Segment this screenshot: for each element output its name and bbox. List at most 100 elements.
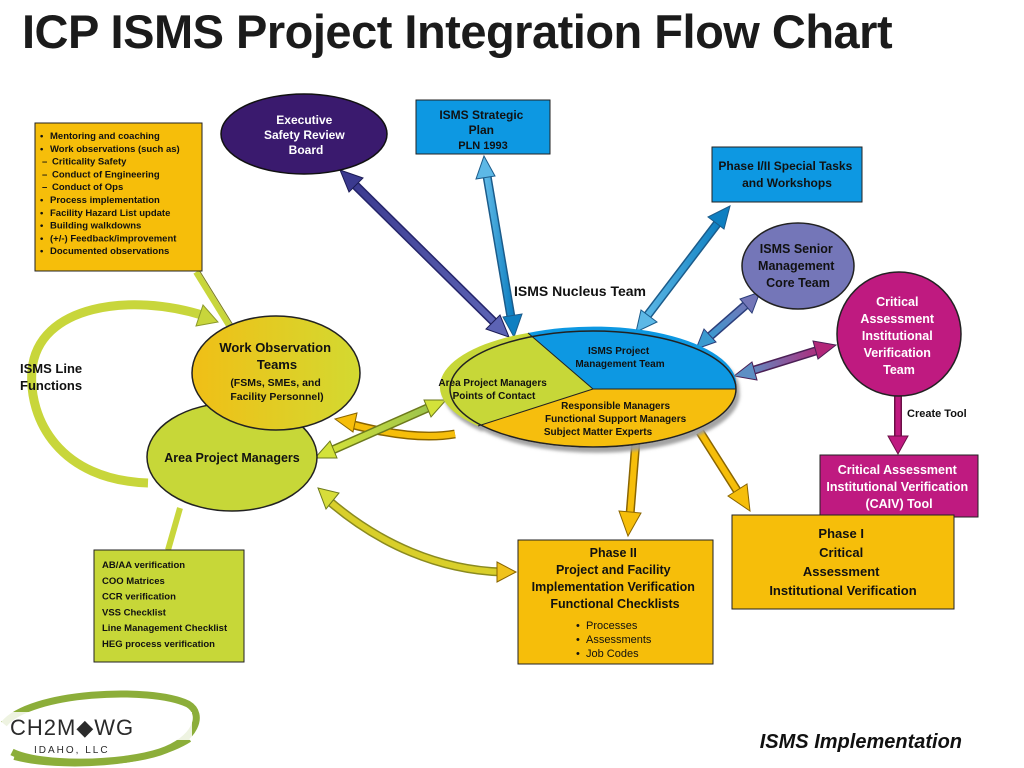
executive-board-line-3: Board (289, 143, 324, 157)
nucleus-team-label: ISMS Nucleus Team (514, 283, 646, 299)
nucleus-area-line-1: Area Project Managers (438, 378, 547, 389)
phase2-bullet-processes: Processes (586, 620, 638, 632)
bullet: • (40, 144, 44, 155)
nucleus-bottom-line-1: Responsible Managers (561, 401, 670, 412)
phase2-line-3: Implementation Verification (532, 580, 695, 594)
critical-team-line-4: Verification (864, 346, 931, 360)
critical-team-line-3: Institutional (862, 329, 933, 343)
logo-subtext: IDAHO, LLC (34, 745, 110, 756)
svg-text:ISMS Project Management Te: ISMS Project Management Team (575, 346, 664, 370)
footer-title: ISMS Implementation (759, 731, 962, 753)
phase2-node: Phase II Project and Facility Implementa… (517, 539, 714, 665)
bullet: • (40, 208, 44, 219)
executive-board-line-2: Safety Review (264, 128, 345, 142)
phase2-line-4: Functional Checklists (550, 597, 679, 611)
observation-list-item: Building walkdowns (50, 221, 141, 232)
observation-list-item: (+/-) Feedback/improvement (50, 233, 177, 244)
senior-management-line-3: Core Team (766, 276, 830, 290)
line-functions-line-2: Functions (20, 378, 82, 393)
svg-text:Phase I Critical A: Phase I Critical Assessment Institutiona… (769, 526, 916, 598)
arrow-senior-nucleus (695, 291, 761, 350)
svg-text:Phase II Project and Fac: Phase II Project and Facility Implementa… (532, 546, 699, 611)
observation-list-item: Conduct of Ops (52, 182, 123, 193)
svg-text:ISMS Line Functions: ISMS Line Functions (20, 361, 86, 393)
bullet: • (40, 195, 44, 206)
svg-text:Critical Assessment Inst: Critical Assessment Institutional Verifi… (826, 463, 971, 511)
caiv-tool-line-3: (CAIV) Tool (865, 497, 932, 511)
page-title: ICP ISMS Project Integration Flow Chart (22, 5, 893, 58)
arrow-areapm-phase2 (317, 487, 518, 583)
special-tasks-node: Phase I/II Special Tasks and Workshops (711, 146, 863, 203)
bullet: • (40, 246, 44, 257)
strategic-plan-line-3: PLN 1993 (458, 140, 508, 152)
nucleus-bottom-line-3: Subject Matter Experts (544, 427, 653, 438)
critical-team-line-1: Critical (876, 295, 918, 309)
executive-board-line-1: Executive (276, 113, 332, 127)
arrow-strategic-nucleus (475, 154, 523, 339)
svg-text:(FSMs, SMEs, and Facilit: (FSMs, SMEs, and Facility Personnel) (230, 377, 323, 403)
phase2-line-2: Project and Facility (556, 563, 671, 577)
nucleus-area-line-2: Points of Contact (453, 391, 536, 402)
observation-list-item: Conduct of Engineering (52, 169, 160, 180)
nucleus-bottom-line-2: Functional Support Managers (545, 414, 687, 425)
arrow-critical-nucleus (732, 340, 838, 381)
strategic-plan-line-2: Plan (469, 123, 494, 137)
svg-text:ISMS Senior Management: ISMS Senior Management Core Team (758, 242, 838, 290)
svg-text:Critical Assessment: Critical Assessment Institutional Verifi… (860, 295, 937, 377)
connector-verification-list (165, 507, 183, 551)
observation-list-item: Documented observations (50, 246, 169, 257)
area-pm-label: Area Project Managers (164, 451, 300, 465)
senior-management-line-1: ISMS Senior (760, 242, 833, 256)
critical-team-line-2: Assessment (860, 312, 934, 326)
phase2-bullet-jobcodes: Job Codes (586, 648, 639, 660)
special-tasks-line-1: Phase I/II Special Tasks (718, 159, 852, 173)
line-functions-loop-head (195, 304, 219, 327)
sub-bullet: – (42, 182, 47, 193)
work-obs-line-2: Teams (257, 357, 297, 372)
phase1-line-2: Critical (819, 545, 863, 560)
phase1-line-3: Assessment (803, 564, 880, 579)
svg-text:Area Project Managers Poin: Area Project Managers Points of Contact (438, 378, 549, 402)
observation-list-item: Work observations (such as) (50, 144, 180, 155)
special-tasks-line-2: and Workshops (742, 176, 832, 190)
work-observation-node: Work Observation Teams (FSMs, SMEs, and … (191, 315, 361, 431)
caiv-tool-node: Critical Assessment Institutional Verifi… (819, 454, 979, 518)
phase1-line-1: Phase I (818, 526, 864, 541)
strategic-plan-node: ISMS Strategic Plan PLN 1993 (415, 99, 551, 155)
arrow-specialtasks-nucleus (635, 205, 731, 333)
work-obs-line-1: Work Observation (219, 340, 331, 355)
critical-team-line-5: Team (883, 363, 915, 377)
observation-list-item: Facility Hazard List update (50, 208, 170, 219)
critical-assessment-team-node: Critical Assessment Institutional Verifi… (836, 271, 962, 397)
verification-list-item: CCR verification (102, 592, 176, 603)
caiv-tool-line-1: Critical Assessment (838, 463, 958, 477)
svg-text:Phase I/II Special Tasks: Phase I/II Special Tasks and Workshops (718, 159, 855, 190)
verification-list-item: AB/AA verification (102, 560, 185, 571)
svg-text:ISMS Strategic Plan: ISMS Strategic Plan PLN 1993 (439, 108, 526, 152)
logo-text: CH2M◆WG (10, 715, 134, 740)
arrow-executive-nucleus (339, 169, 510, 338)
sub-bullet: – (42, 169, 47, 180)
nucleus-pm-line-1: ISMS Project (588, 346, 650, 357)
company-logo: CH2M◆WG IDAHO, LLC (1, 690, 200, 767)
nucleus-pm-line-2: Management Team (575, 359, 664, 370)
observation-list-item: Criticality Safety (52, 157, 127, 168)
work-obs-sub-2: Facility Personnel) (230, 391, 323, 403)
observation-list-item: Mentoring and coaching (50, 131, 160, 142)
arrow-nucleus-workobs (333, 412, 456, 441)
verification-list-item: Line Management Checklist (102, 623, 228, 634)
svg-text:Responsible Managers Funct: Responsible Managers Functional Support … (544, 401, 689, 438)
nucleus-team-node (439, 326, 737, 448)
senior-management-node: ISMS Senior Management Core Team (741, 222, 855, 310)
work-obs-sub-1: (FSMs, SMEs, and (230, 377, 320, 389)
phase2-bullet: • (576, 634, 580, 646)
strategic-plan-line-1: ISMS Strategic (439, 108, 523, 122)
arrow-nucleus-areapm (313, 399, 448, 459)
phase2-bullet: • (576, 648, 580, 660)
phase2-bullet-assessments: Assessments (586, 634, 652, 646)
caiv-tool-line-2: Institutional Verification (826, 480, 968, 494)
arrow-nucleus-phase1 (696, 429, 751, 513)
observation-list-item: Process implementation (50, 195, 160, 206)
bullet: • (40, 131, 44, 142)
